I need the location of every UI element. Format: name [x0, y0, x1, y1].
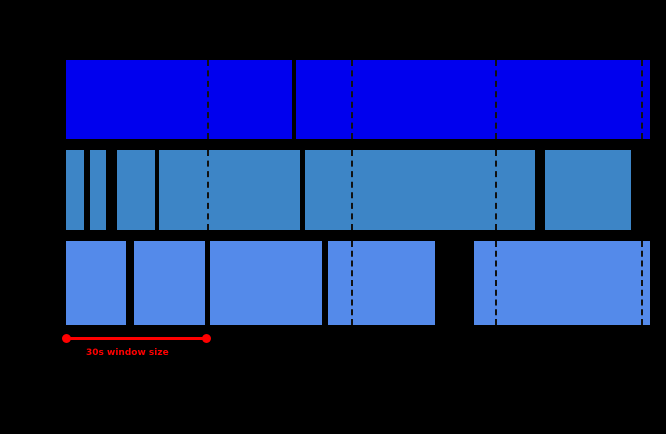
- timeline-segment: [305, 150, 535, 230]
- window-boundary-line: [495, 60, 497, 139]
- timeline-track-2: [0, 150, 666, 230]
- timeline-segment: [545, 150, 631, 230]
- timeline-segment: [474, 241, 650, 325]
- timeline-track-3: [0, 241, 666, 325]
- window-boundary-line: [207, 150, 209, 230]
- window-boundary-line: [207, 60, 209, 139]
- window-size-measure-line: [66, 337, 207, 340]
- timeline-segment: [210, 241, 322, 325]
- timeline-segment: [66, 241, 126, 325]
- window-boundary-line: [495, 241, 497, 325]
- timeline-segment: [134, 241, 205, 325]
- window-boundary-line: [351, 150, 353, 230]
- timeline-segment: [117, 150, 155, 230]
- timeline-segment: [90, 150, 106, 230]
- window-boundary-line: [495, 150, 497, 230]
- window-size-end-marker: [202, 334, 211, 343]
- timeline-segment: [328, 241, 435, 325]
- window-boundary-line: [641, 60, 643, 139]
- timeline-segment: [296, 60, 650, 139]
- window-boundary-line: [641, 241, 643, 325]
- window-boundary-line: [351, 241, 353, 325]
- window-size-label: 30s window size: [86, 348, 169, 358]
- timeline-segment: [66, 60, 292, 139]
- timeline-segment: [66, 150, 84, 230]
- timeline-segment: [159, 150, 300, 230]
- window-size-start-marker: [62, 334, 71, 343]
- window-boundary-line: [351, 60, 353, 139]
- timeline-track-1: [0, 60, 666, 139]
